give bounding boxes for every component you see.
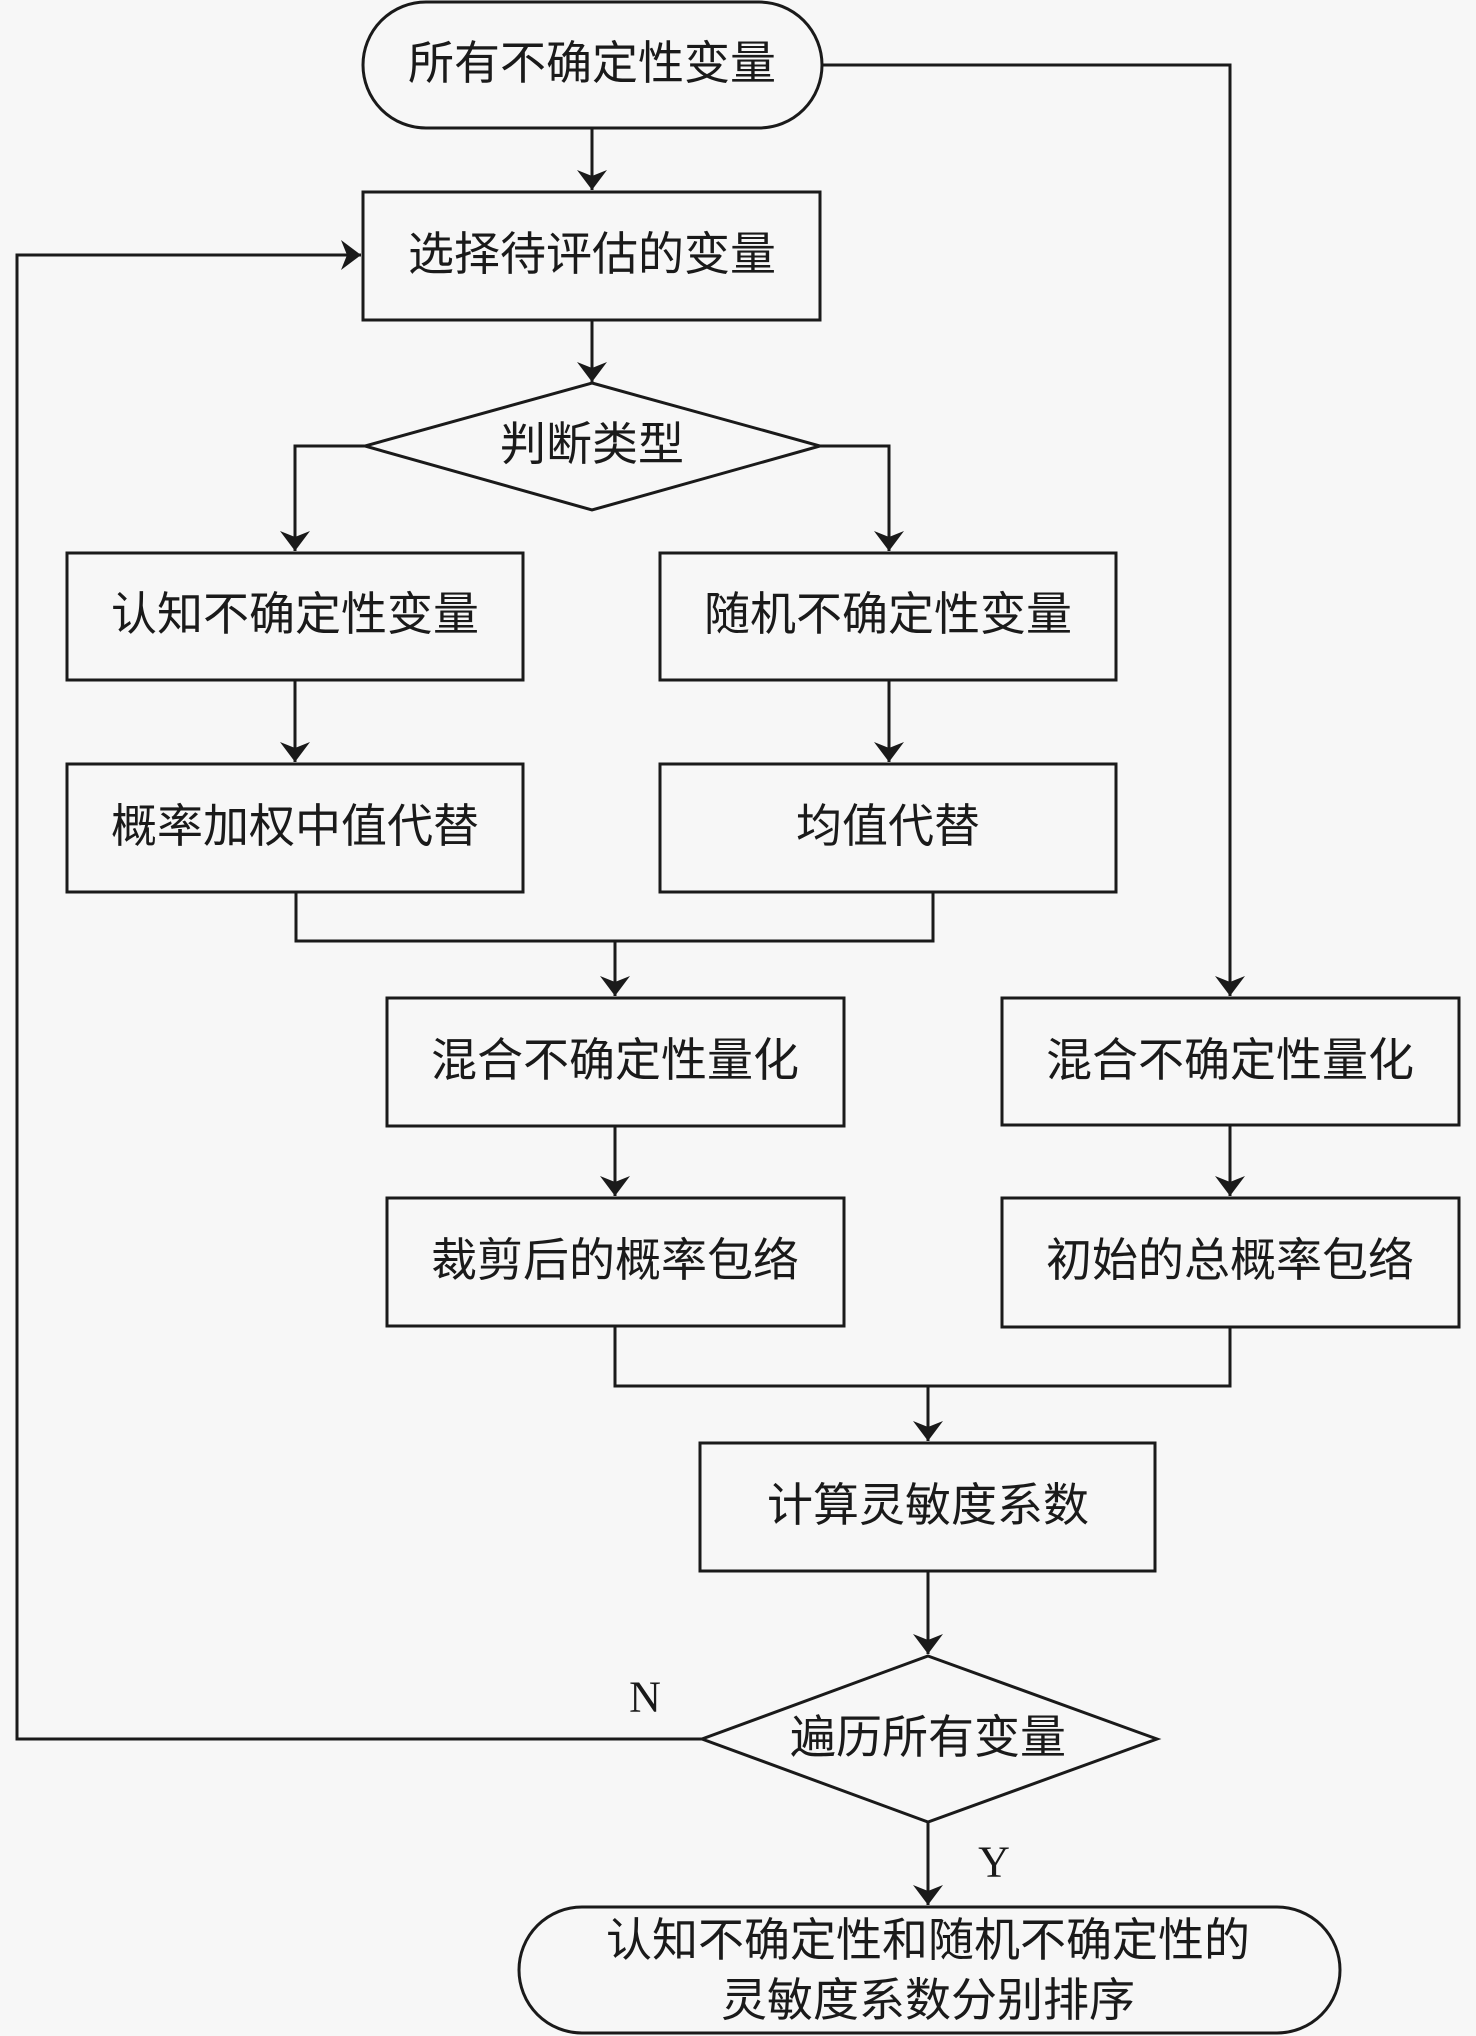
node-mixed-quant-right: 混合不确定性量化 — [1000, 996, 1461, 1127]
edges — [15, 63, 1245, 1905]
decision-diamond — [697, 1654, 1162, 1824]
node-mixed-quant-left: 混合不确定性量化 — [385, 996, 846, 1128]
node-epistemic: 认知不确定性变量 — [65, 551, 525, 682]
process-box — [658, 762, 1118, 894]
node-select-label: 选择待评估的变量 — [408, 227, 776, 281]
process-box — [1000, 996, 1461, 1127]
node-weighted-median-label: 概率加权中值代替 — [111, 799, 479, 853]
node-initial-pbox: 初始的总概率包络 — [1000, 1196, 1461, 1329]
node-traverse: 遍历所有变量 — [697, 1654, 1162, 1824]
node-clipped-pbox: 裁剪后的概率包络 — [385, 1196, 846, 1328]
edge-merge-to-mixed-left — [294, 892, 935, 943]
edge-judge-to-aleatory — [820, 444, 904, 551]
node-weighted-median: 概率加权中值代替 — [65, 762, 525, 894]
node-traverse-label: 遍历所有变量 — [790, 1710, 1066, 1764]
node-start-label: 所有不确定性变量 — [408, 36, 776, 90]
node-mixed-quant-left-label: 混合不确定性量化 — [431, 1033, 799, 1087]
node-aleatory: 随机不确定性变量 — [658, 551, 1118, 682]
node-calc-sensitivity-label: 计算灵敏度系数 — [767, 1478, 1089, 1532]
process-box — [1000, 1196, 1461, 1329]
process-box — [65, 762, 525, 894]
node-judge-label: 判断类型 — [500, 417, 684, 471]
edge-judge-to-epistemic — [280, 444, 365, 551]
node-calc-sensitivity: 计算灵敏度系数 — [698, 1441, 1157, 1573]
terminal-shape — [361, 0, 824, 130]
edge-label-yes: Y — [978, 1838, 1010, 1887]
edge-start-to-mixed-right — [822, 63, 1245, 996]
process-box — [385, 996, 846, 1128]
node-mean-sub-label: 均值代替 — [796, 799, 980, 853]
node-start: 所有不确定性变量 — [361, 0, 824, 130]
node-end-label-line1: 认知不确定性和随机不确定性的 — [606, 1913, 1250, 1967]
edge-traverse-no-loop — [15, 240, 702, 1741]
edge-label-no: N — [629, 1673, 661, 1722]
edge-merge-to-calc — [613, 1326, 1232, 1388]
node-end-label-line2: 灵敏度系数分别排序 — [721, 1973, 1135, 2027]
node-epistemic-label: 认知不确定性变量 — [111, 587, 479, 641]
process-box — [658, 551, 1118, 682]
node-clipped-pbox-label: 裁剪后的概率包络 — [431, 1233, 799, 1287]
process-box — [65, 551, 525, 682]
node-judge: 判断类型 — [359, 381, 826, 512]
node-mean-sub: 均值代替 — [658, 762, 1118, 894]
node-mixed-quant-right-label: 混合不确定性量化 — [1046, 1033, 1414, 1087]
node-select: 选择待评估的变量 — [361, 190, 822, 322]
process-box — [385, 1196, 846, 1328]
process-box — [698, 1441, 1157, 1573]
terminal-shape — [517, 1905, 1342, 2035]
node-end: 认知不确定性和随机不确定性的 灵敏度系数分别排序 — [517, 1905, 1342, 2035]
node-aleatory-label: 随机不确定性变量 — [704, 587, 1072, 641]
decision-diamond — [359, 381, 826, 512]
process-box — [361, 190, 822, 322]
node-initial-pbox-label: 初始的总概率包络 — [1046, 1233, 1414, 1287]
